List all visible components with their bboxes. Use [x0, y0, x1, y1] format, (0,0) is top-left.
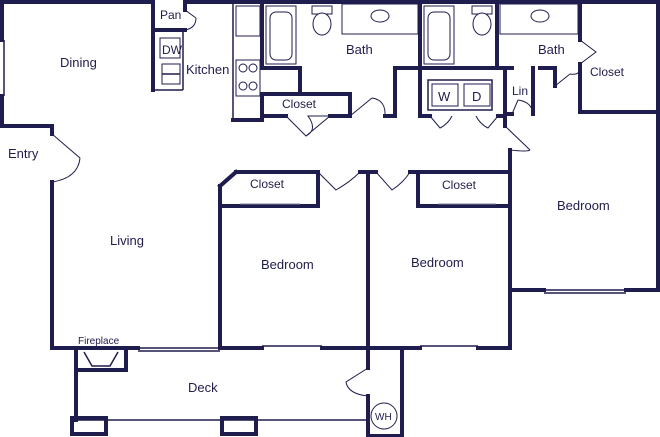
closet-bedroom-2-label: Closet: [442, 178, 477, 192]
room-labels: Pan DW Dining Kitchen Bath Bath Closet C…: [8, 8, 625, 423]
bath-2-label: Bath: [538, 42, 565, 57]
fireplace-label: Fireplace: [78, 336, 120, 347]
closet-bedroom-1-label: Closet: [250, 177, 285, 191]
living-label: Living: [110, 233, 144, 248]
fixtures: [159, 3, 579, 430]
dishwasher-label: DW: [162, 43, 183, 57]
doors: [51, 9, 597, 397]
bedroom-master-label: Bedroom: [557, 198, 610, 213]
washer-label: W: [438, 89, 451, 104]
closet-master-label: Closet: [590, 65, 625, 79]
dryer-label: D: [472, 89, 481, 104]
pantry-label: Pan: [160, 8, 181, 22]
bedroom-1-label: Bedroom: [261, 257, 314, 272]
bedroom-2-label: Bedroom: [411, 255, 464, 270]
bath-1-label: Bath: [346, 42, 373, 57]
linen-label: Lin: [512, 84, 528, 98]
kitchen-label: Kitchen: [186, 62, 229, 77]
water-heater-label: WH: [375, 412, 392, 423]
closet-hall-label: Closet: [282, 97, 317, 111]
dining-label: Dining: [60, 55, 97, 70]
entry-label: Entry: [8, 146, 39, 161]
deck-label: Deck: [188, 380, 218, 395]
